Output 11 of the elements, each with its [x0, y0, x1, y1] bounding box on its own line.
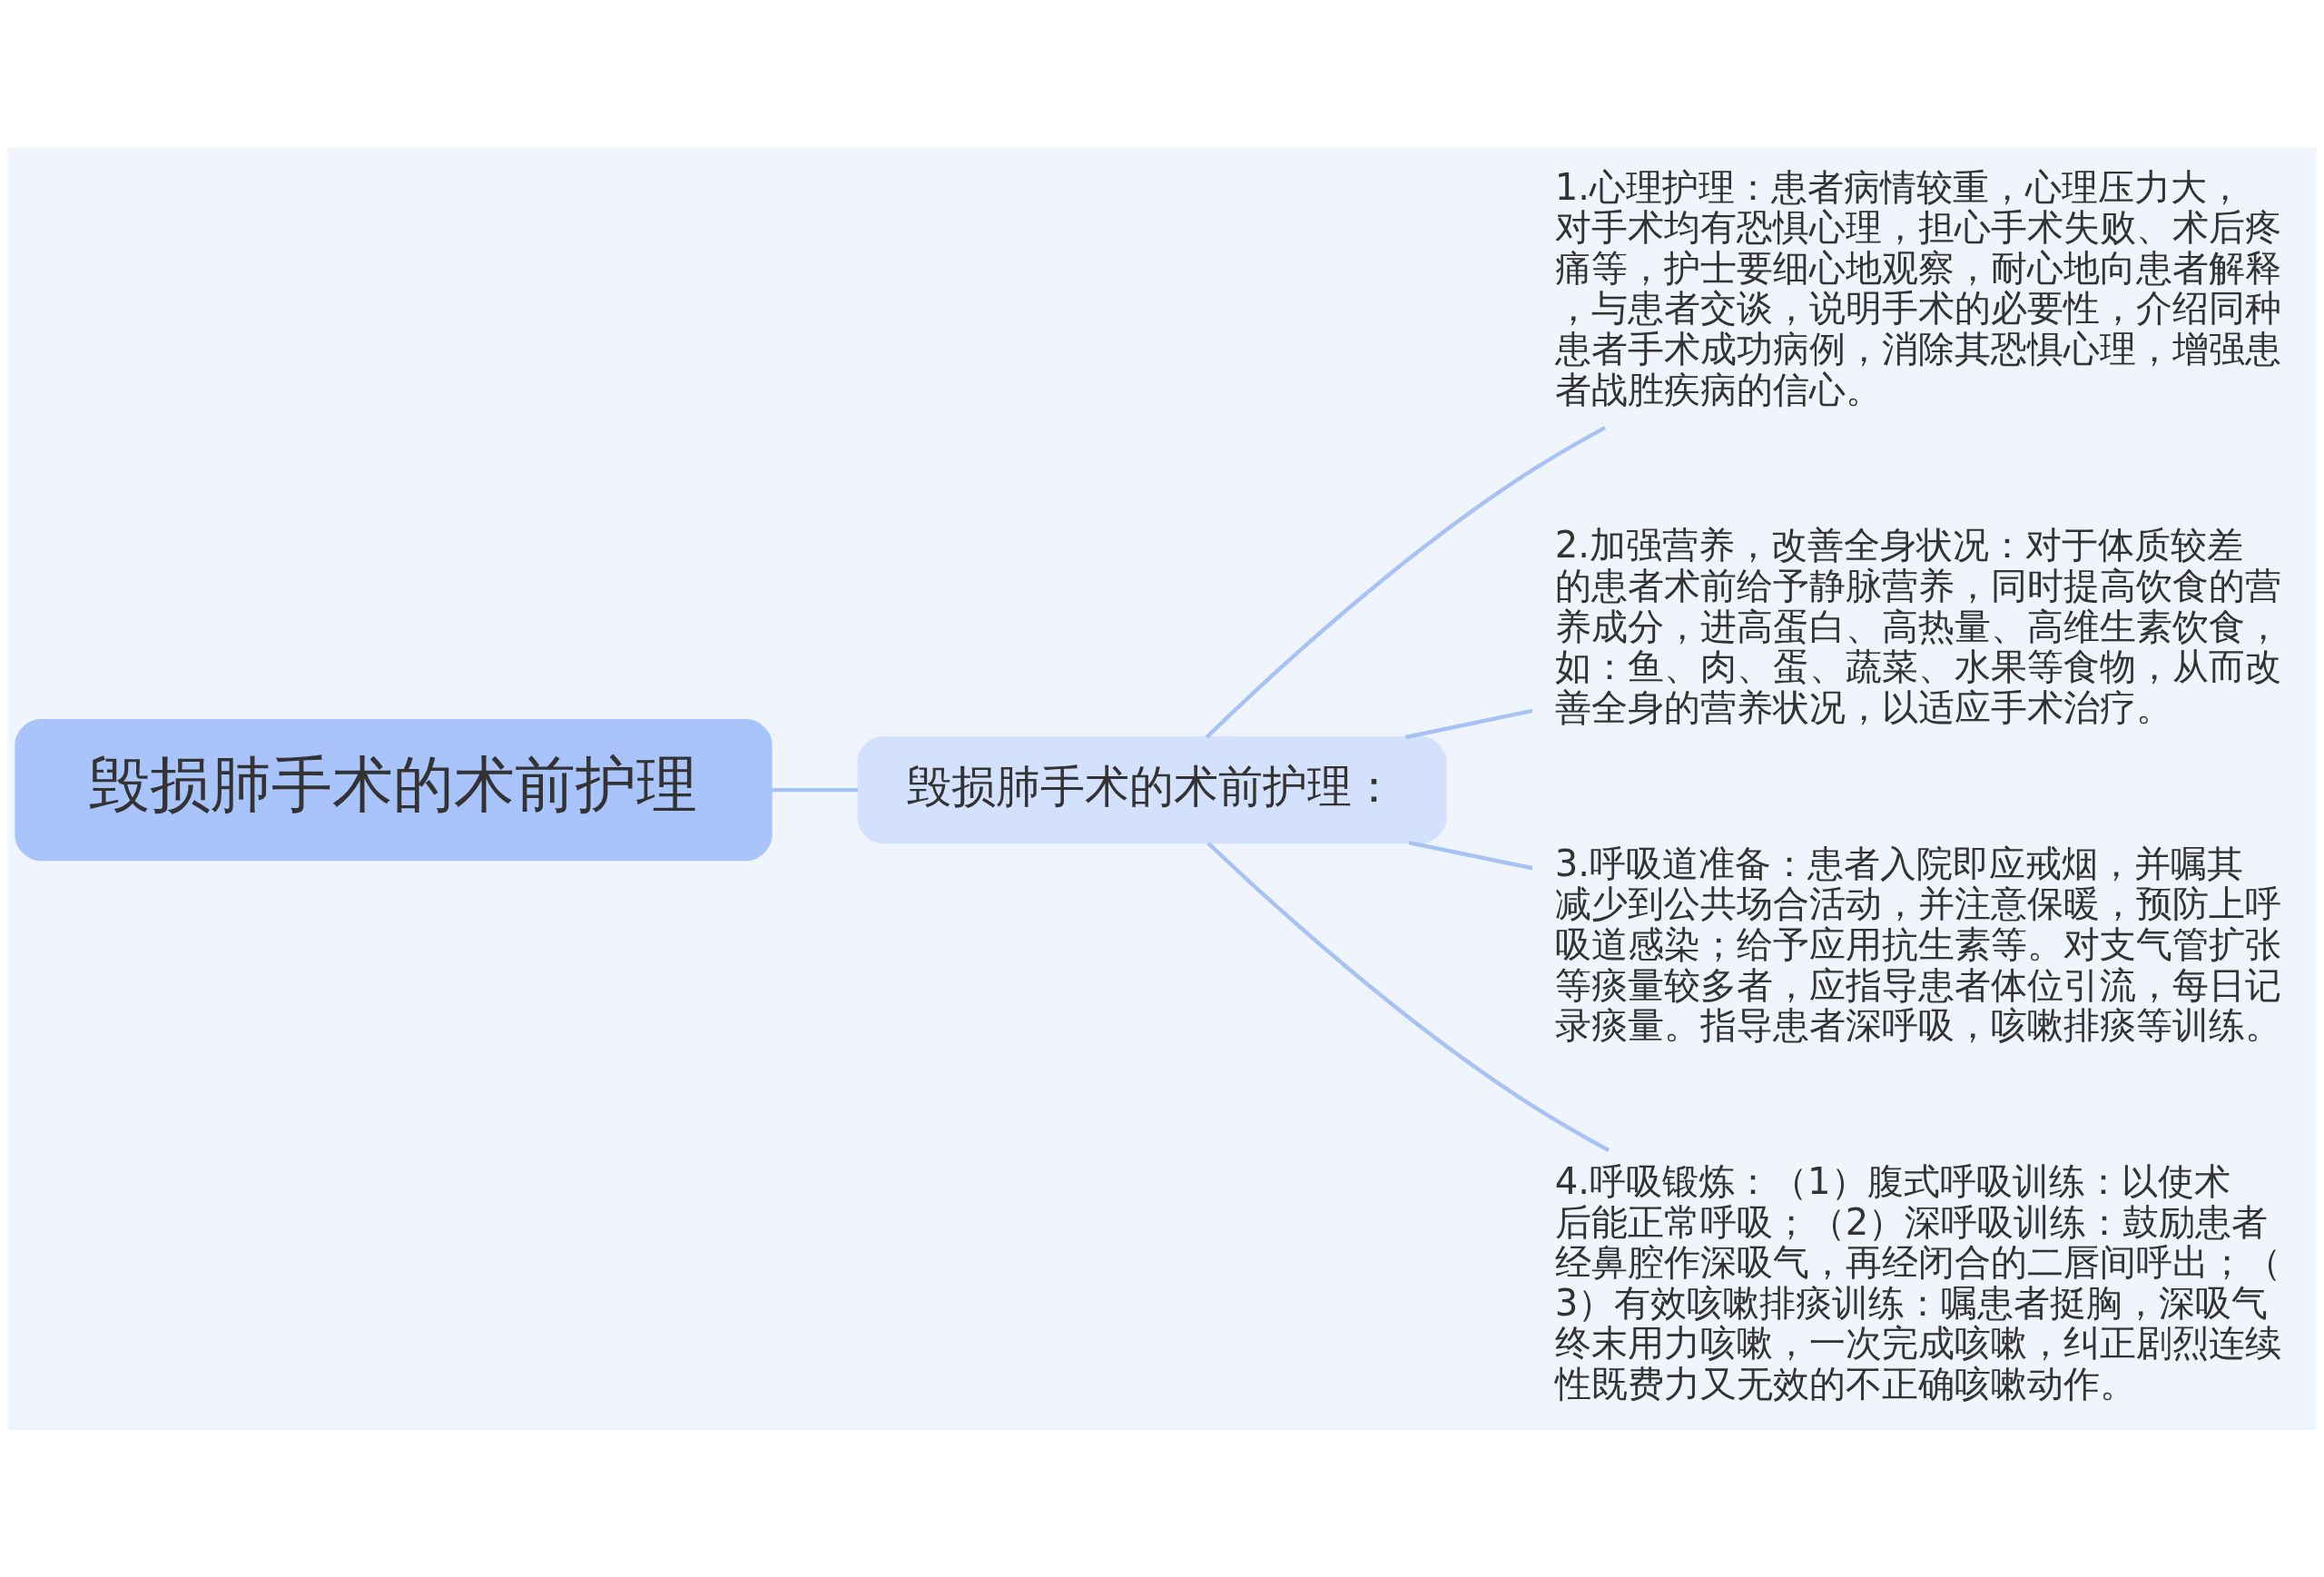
node-text: 3.呼吸道准备：患者入院即应戒烟，并嘱其减少到公共场合活动，并注意保暖，预防上呼吸道感染；给予应用抗生素等。对支气管扩张等痰量较多者，应指导患者体位引流，每日记录痰量。指导患者深呼吸，咳嗽排痰等训练。 [1554, 842, 2281, 1046]
connector [1408, 840, 1533, 870]
connector [771, 787, 858, 792]
connector [1206, 841, 1610, 1152]
node-box: 毁损肺手术的术前护理 [15, 718, 773, 861]
node-text: 4.呼吸锻炼：（1）腹式呼吸训练：以使术后能正常呼吸；（2）深呼吸训练：鼓励患者经鼻腔作深吸气，再经闭合的二唇间呼出；（3）有效咳嗽排痰训练：嘱患者挺胸，深吸气终末用力咳嗽，一次完成咳嗽，纠正剧烈连续性既费力又无效的不正确咳嗽动作。 [1554, 1159, 2281, 1405]
node-text: 1.心理护理：患者病情较重，心理压力大，对手术均有恐惧心理，担心手术失败、术后疼痛等，护士要细心地观察，耐心地向患者解释，与患者交谈，说明手术的必要性，介绍同种患者手术成功病例，消除其恐惧心理，增强患者战胜疾病的信心。 [1554, 165, 2281, 410]
connector [1405, 708, 1533, 739]
node-text: 2.加强营养，改善全身状况：对于体质较差的患者术前给予静脉营养，同时提高饮食的营养成分，进高蛋白、高热量、高维生素饮食，如：鱼、肉、蛋、蔬菜、水果等食物，从而改善全身的营养状况，以适应手术治疗。 [1554, 523, 2281, 728]
node-box: 毁损肺手术的术前护理： [857, 735, 1447, 843]
connector [1205, 425, 1606, 739]
